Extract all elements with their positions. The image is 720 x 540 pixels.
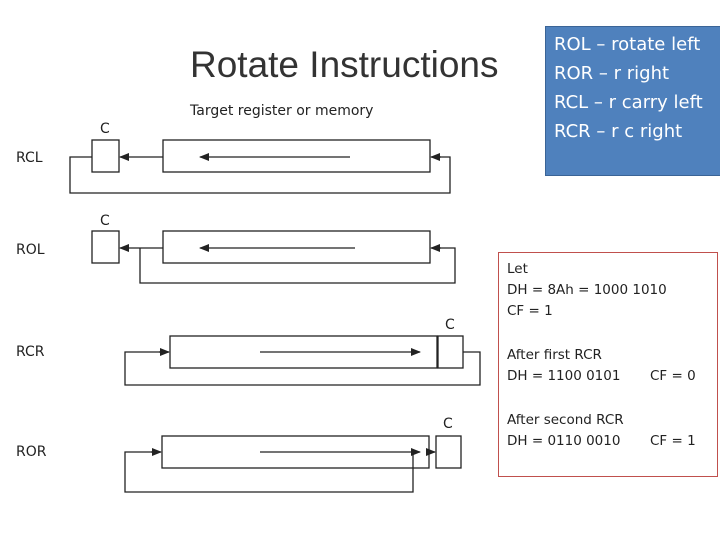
rol-register-box xyxy=(162,230,431,264)
example-cf-initial: CF = 1 xyxy=(507,303,553,319)
summary-line-rol: ROL – rotate left xyxy=(554,34,701,55)
example-second-cf: CF = 1 xyxy=(650,433,696,449)
rol-wrap-line xyxy=(139,247,456,284)
ror-carry-label: C xyxy=(443,416,453,432)
summary-line-rcl: RCL – r carry left xyxy=(554,92,703,113)
example-second-rcr-row: DH = 0110 0010 CF = 1 xyxy=(507,431,717,452)
rol-label: ROL xyxy=(16,242,45,258)
rol-carry-box xyxy=(91,230,120,264)
rcl-carry-box xyxy=(91,139,120,173)
rcr-label: RCR xyxy=(16,344,45,360)
example-first-rcr-row: DH = 1100 0101 CF = 0 xyxy=(507,366,717,387)
example-first-rcr-title: After first RCR xyxy=(507,347,602,363)
rcr-carry-label: C xyxy=(445,317,455,333)
example-first-dh: DH = 1100 0101 xyxy=(507,368,621,384)
summary-line-rcr: RCR – r c right xyxy=(554,121,683,142)
rcl-label: RCL xyxy=(16,150,43,166)
example-let: Let xyxy=(507,261,528,277)
rcr-carry-box xyxy=(437,335,464,369)
rcl-wrap-line xyxy=(69,156,451,194)
rol-carry-label: C xyxy=(100,213,110,229)
rcr-example-box: Let DH = 8Ah = 1000 1010 CF = 1 After fi… xyxy=(498,252,718,477)
rcl-register-box xyxy=(162,139,431,173)
example-second-rcr-title: After second RCR xyxy=(507,412,624,428)
rcr-diagram xyxy=(124,335,481,386)
ror-carry-box xyxy=(435,435,462,469)
ror-label: ROR xyxy=(16,444,47,460)
rol-diagram xyxy=(91,230,456,284)
rcr-register-box xyxy=(169,335,438,369)
ror-wrap-line xyxy=(124,451,414,493)
ror-diagram xyxy=(124,435,462,493)
example-first-cf: CF = 0 xyxy=(650,368,696,384)
target-register-label: Target register or memory xyxy=(190,103,374,119)
rcl-diagram xyxy=(69,139,451,194)
rcl-carry-label: C xyxy=(100,121,110,137)
rcr-wrap-line xyxy=(124,351,481,386)
instruction-summary-box: ROL – rotate left ROR – r right RCL – r … xyxy=(545,26,720,176)
slide-title: Rotate Instructions xyxy=(190,44,499,85)
example-dh-initial: DH = 8Ah = 1000 1010 xyxy=(507,282,667,298)
summary-line-ror: ROR – r right xyxy=(554,63,670,84)
example-second-dh: DH = 0110 0010 xyxy=(507,433,621,449)
